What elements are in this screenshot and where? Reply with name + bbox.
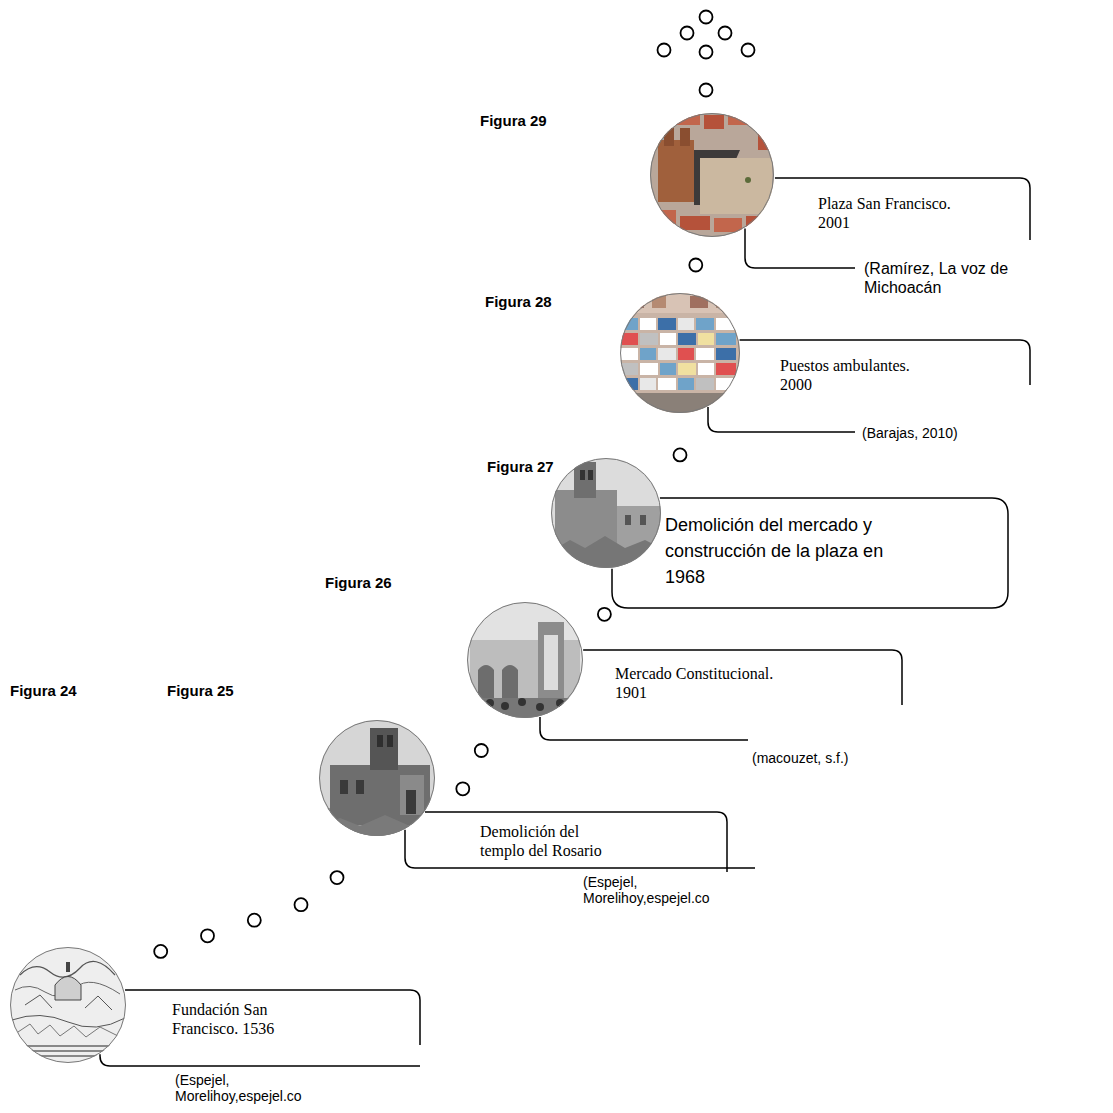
event-title: Plaza San Francisco. 2001 [818,194,983,232]
text-slot: Figura 24 [10,682,77,699]
event-title: Puestos ambulantes. 2000 [780,356,940,394]
callout-bracket: Plaza San Francisco. 2001 (Ramírez, La vo… [649,112,1109,312]
figure-number: Figura 26 [325,574,392,591]
photo-frame [551,458,661,568]
callout-bracket: Fundación San Francisco. 1536 (Espejel, M… [8,940,428,1112]
callout-line [100,990,420,1066]
trail-bubble [295,898,308,911]
text-slot: Demolición del templo del Rosario [480,822,620,860]
callout-bracket: Demolición del templo del Rosario (Espeje… [318,718,738,910]
bubble-trail [154,871,343,958]
photo-frame [650,113,774,237]
callout-bracket: Puestos ambulantes. 2000 (Barajas, 2010) [619,292,1034,442]
source-citation: (Ramírez, La voz de Michoacán [864,259,1042,297]
text-slot: (macouzet, s.f.) [752,750,902,766]
callout-line [708,340,1030,432]
stalls-photo [618,291,742,415]
trail-bubble [201,929,214,942]
figure-number: Figura 25 [167,682,234,699]
callout-line [405,812,755,872]
photo-frame [10,947,126,1063]
callout-box: Demolición del mercado y construcción de… [550,456,1010,612]
callout-line [540,650,902,740]
event-title: Fundación San Francisco. 1536 [172,1000,322,1038]
trail-bubble [331,871,344,884]
callout-outline [466,600,906,770]
event-title: Mercado Constitucional. 1901 [615,664,795,702]
source-citation: (Espejel, Morelihoy,espejel.co [175,1072,325,1104]
figure-number: Figura 27 [487,458,554,475]
text-slot: (Espejel, Morelihoy,espejel.co [175,1072,325,1104]
engraving-photo [8,945,128,1065]
text-slot: Fundación San Francisco. 1536 [172,1000,322,1038]
text-slot: Figura 26 [325,574,392,591]
bubble-trail [689,259,702,272]
text-slot: Plaza San Francisco. 2001 [818,194,983,232]
photo-frame [620,293,740,413]
aerial-photo [648,111,776,239]
trail-bubble [674,448,687,461]
text-slot: Figura 27 [487,458,554,475]
trail-bubble [154,945,167,958]
text-slot: Puestos ambulantes. 2000 [780,356,940,394]
text-slot: Figura 29 [480,112,547,129]
bubble-trail [674,448,687,461]
callout-line [612,498,1008,608]
trail-bubble [475,744,488,757]
text-slot: Figura 25 [167,682,234,699]
text-slot: (Barajas, 2010) [862,425,1022,441]
trail-bubble [598,608,611,621]
photo-frame [319,720,435,836]
figure-number: Figura 24 [10,682,77,699]
trail-bubble [689,259,702,272]
bubble-trail [598,608,611,621]
trail-bubble [456,782,469,795]
source-citation: (macouzet, s.f.) [752,750,902,766]
callout-line [745,178,1030,268]
demolition-photo [550,456,667,572]
event-title: Demolición del mercado y construcción de… [665,512,915,590]
photo-frame [467,602,583,718]
church-photo [318,718,438,840]
text-slot: (Ramírez, La voz de Michoacán [864,259,1042,297]
text-slot: Demolición del mercado y construcción de… [665,512,915,590]
figure-number: Figura 29 [480,112,547,129]
source-citation: (Espejel, Morelihoy,espejel.co [583,874,723,906]
text-slot: (Espejel, Morelihoy,espejel.co [583,874,723,906]
market-photo [465,600,585,720]
decor-bubbles [658,11,755,97]
text-slot: Figura 28 [485,293,552,310]
callout-outline [318,718,738,910]
callout-bracket: Mercado Constitucional. 1901 (macouzet, s… [466,600,906,770]
trail-bubble [248,914,261,927]
text-slot: Mercado Constitucional. 1901 [615,664,795,702]
event-title: Demolición del templo del Rosario [480,822,620,860]
bubble-trail [456,744,488,795]
source-citation: (Barajas, 2010) [862,425,1022,441]
figure-number: Figura 28 [485,293,552,310]
